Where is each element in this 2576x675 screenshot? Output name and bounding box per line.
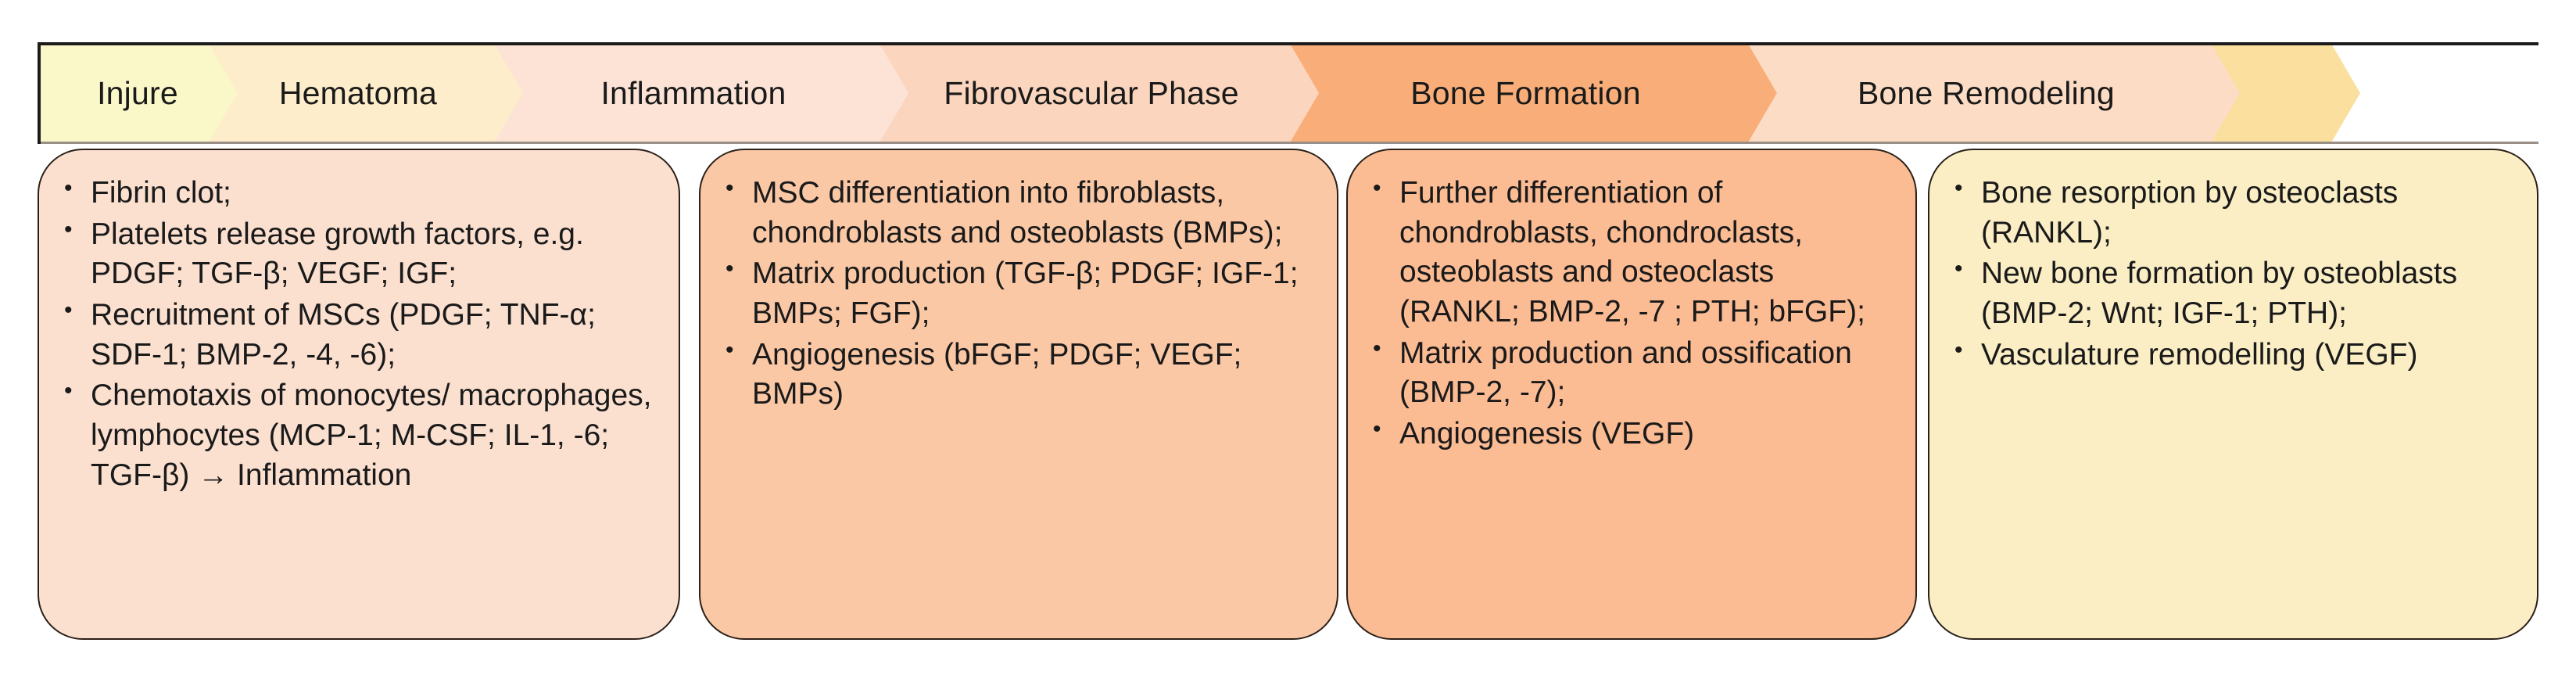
phase-segment-label: Fibrovascular Phase (944, 74, 1239, 111)
list-item: Angiogenesis (VEGF) (1368, 413, 1895, 454)
bone-remodeling-box[interactable]: Bone resorption by osteoclasts (RANKL);N… (1928, 149, 2538, 640)
bullet-list: Further differentiation of chondroblasts… (1368, 172, 1895, 454)
banner-top-rule (38, 42, 2538, 45)
phase-segment-label: Inflammation (600, 74, 786, 111)
list-item: Bone resorption by osteoclasts (RANKL); (1950, 172, 2517, 253)
list-item: Chemotaxis of monocytes/ macrophages, ly… (59, 375, 658, 495)
phase-segment-bone-remodeling[interactable]: Bone Remodeling (1717, 42, 2241, 144)
phase-segment-bone-formation[interactable]: Bone Formation (1259, 42, 1777, 144)
list-item: Angiogenesis (bFGF; PDGF; VEGF; BMPs) (721, 334, 1317, 415)
list-item: New bone formation by osteoblasts (BMP-2… (1950, 253, 2517, 333)
fibrovascular-phase-box[interactable]: MSC differentiation into fibroblasts, ch… (699, 149, 1338, 640)
phase-segment-injure[interactable]: Injure (38, 42, 238, 144)
list-item: Matrix production (TGF-β; PDGF; IGF-1; B… (721, 253, 1317, 333)
phase-segment-label: Hematoma (278, 74, 437, 111)
list-item: Further differentiation of chondroblasts… (1368, 172, 1895, 332)
phase-segment-label: Bone Remodeling (1857, 74, 2115, 111)
list-item: MSC differentiation into fibroblasts, ch… (721, 172, 1317, 253)
phase-segment-inflammation[interactable]: Inflammation (463, 42, 909, 144)
list-item: Vasculature remodelling (VEGF) (1950, 334, 2517, 375)
phase-segment-fibrovascular-phase[interactable]: Fibrovascular Phase (849, 42, 1320, 144)
bullet-list: Bone resorption by osteoclasts (RANKL);N… (1950, 172, 2517, 375)
banner-left-edge (38, 42, 41, 144)
list-item: Recruitment of MSCs (PDGF; TNF-α; SDF-1;… (59, 294, 658, 375)
inflammatory-phase-box[interactable]: Fibrin clot;Platelets release growth fac… (38, 149, 680, 640)
phase-banner: Injure Hematoma Inflammation Fibrovascular … (38, 42, 2538, 144)
bone-formation-box[interactable]: Further differentiation of chondroblasts… (1346, 149, 1917, 640)
phase-segment-label: Injure (97, 74, 178, 111)
list-item: Platelets release growth factors, e.g. P… (59, 214, 658, 294)
bullet-list: Fibrin clot;Platelets release growth fac… (59, 172, 658, 496)
list-item: Fibrin clot; (59, 172, 658, 214)
list-item: Matrix production and ossification (BMP-… (1368, 332, 1895, 413)
bullet-list: MSC differentiation into fibroblasts, ch… (721, 172, 1317, 415)
phase-segment-label: Bone Formation (1410, 74, 1641, 111)
banner-bottom-rule (38, 142, 2538, 144)
